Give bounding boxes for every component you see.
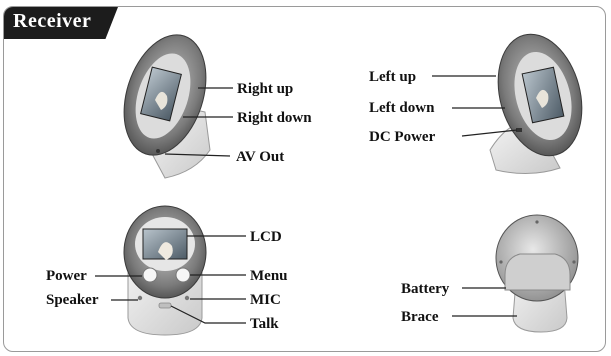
device-back-view <box>495 214 579 333</box>
dc-power-label: DC Power <box>369 129 436 145</box>
dc-power-leader <box>461 129 518 137</box>
talk-leader <box>170 305 246 324</box>
av-out-label: AV Out <box>236 149 284 165</box>
speaker-label: Speaker <box>46 292 99 308</box>
left-up-label: Left up <box>369 69 416 85</box>
left-down-label: Left down <box>369 100 435 116</box>
talk-label: Talk <box>250 316 279 332</box>
mic-label: MIC <box>250 292 281 308</box>
right-up-label: Right up <box>237 81 293 97</box>
lcd-label: LCD <box>250 229 282 245</box>
device-right-side-view <box>123 34 211 179</box>
av-out-leader <box>164 153 231 157</box>
right-down-label: Right down <box>237 110 312 126</box>
device-left-side-view <box>489 33 583 175</box>
section-title: Receiver <box>13 10 92 32</box>
brace-label: Brace <box>401 309 439 325</box>
power-label: Power <box>46 268 87 284</box>
menu-label: Menu <box>250 268 288 284</box>
battery-label: Battery <box>401 281 450 297</box>
device-front-view <box>123 205 207 336</box>
title-tab <box>4 7 118 39</box>
